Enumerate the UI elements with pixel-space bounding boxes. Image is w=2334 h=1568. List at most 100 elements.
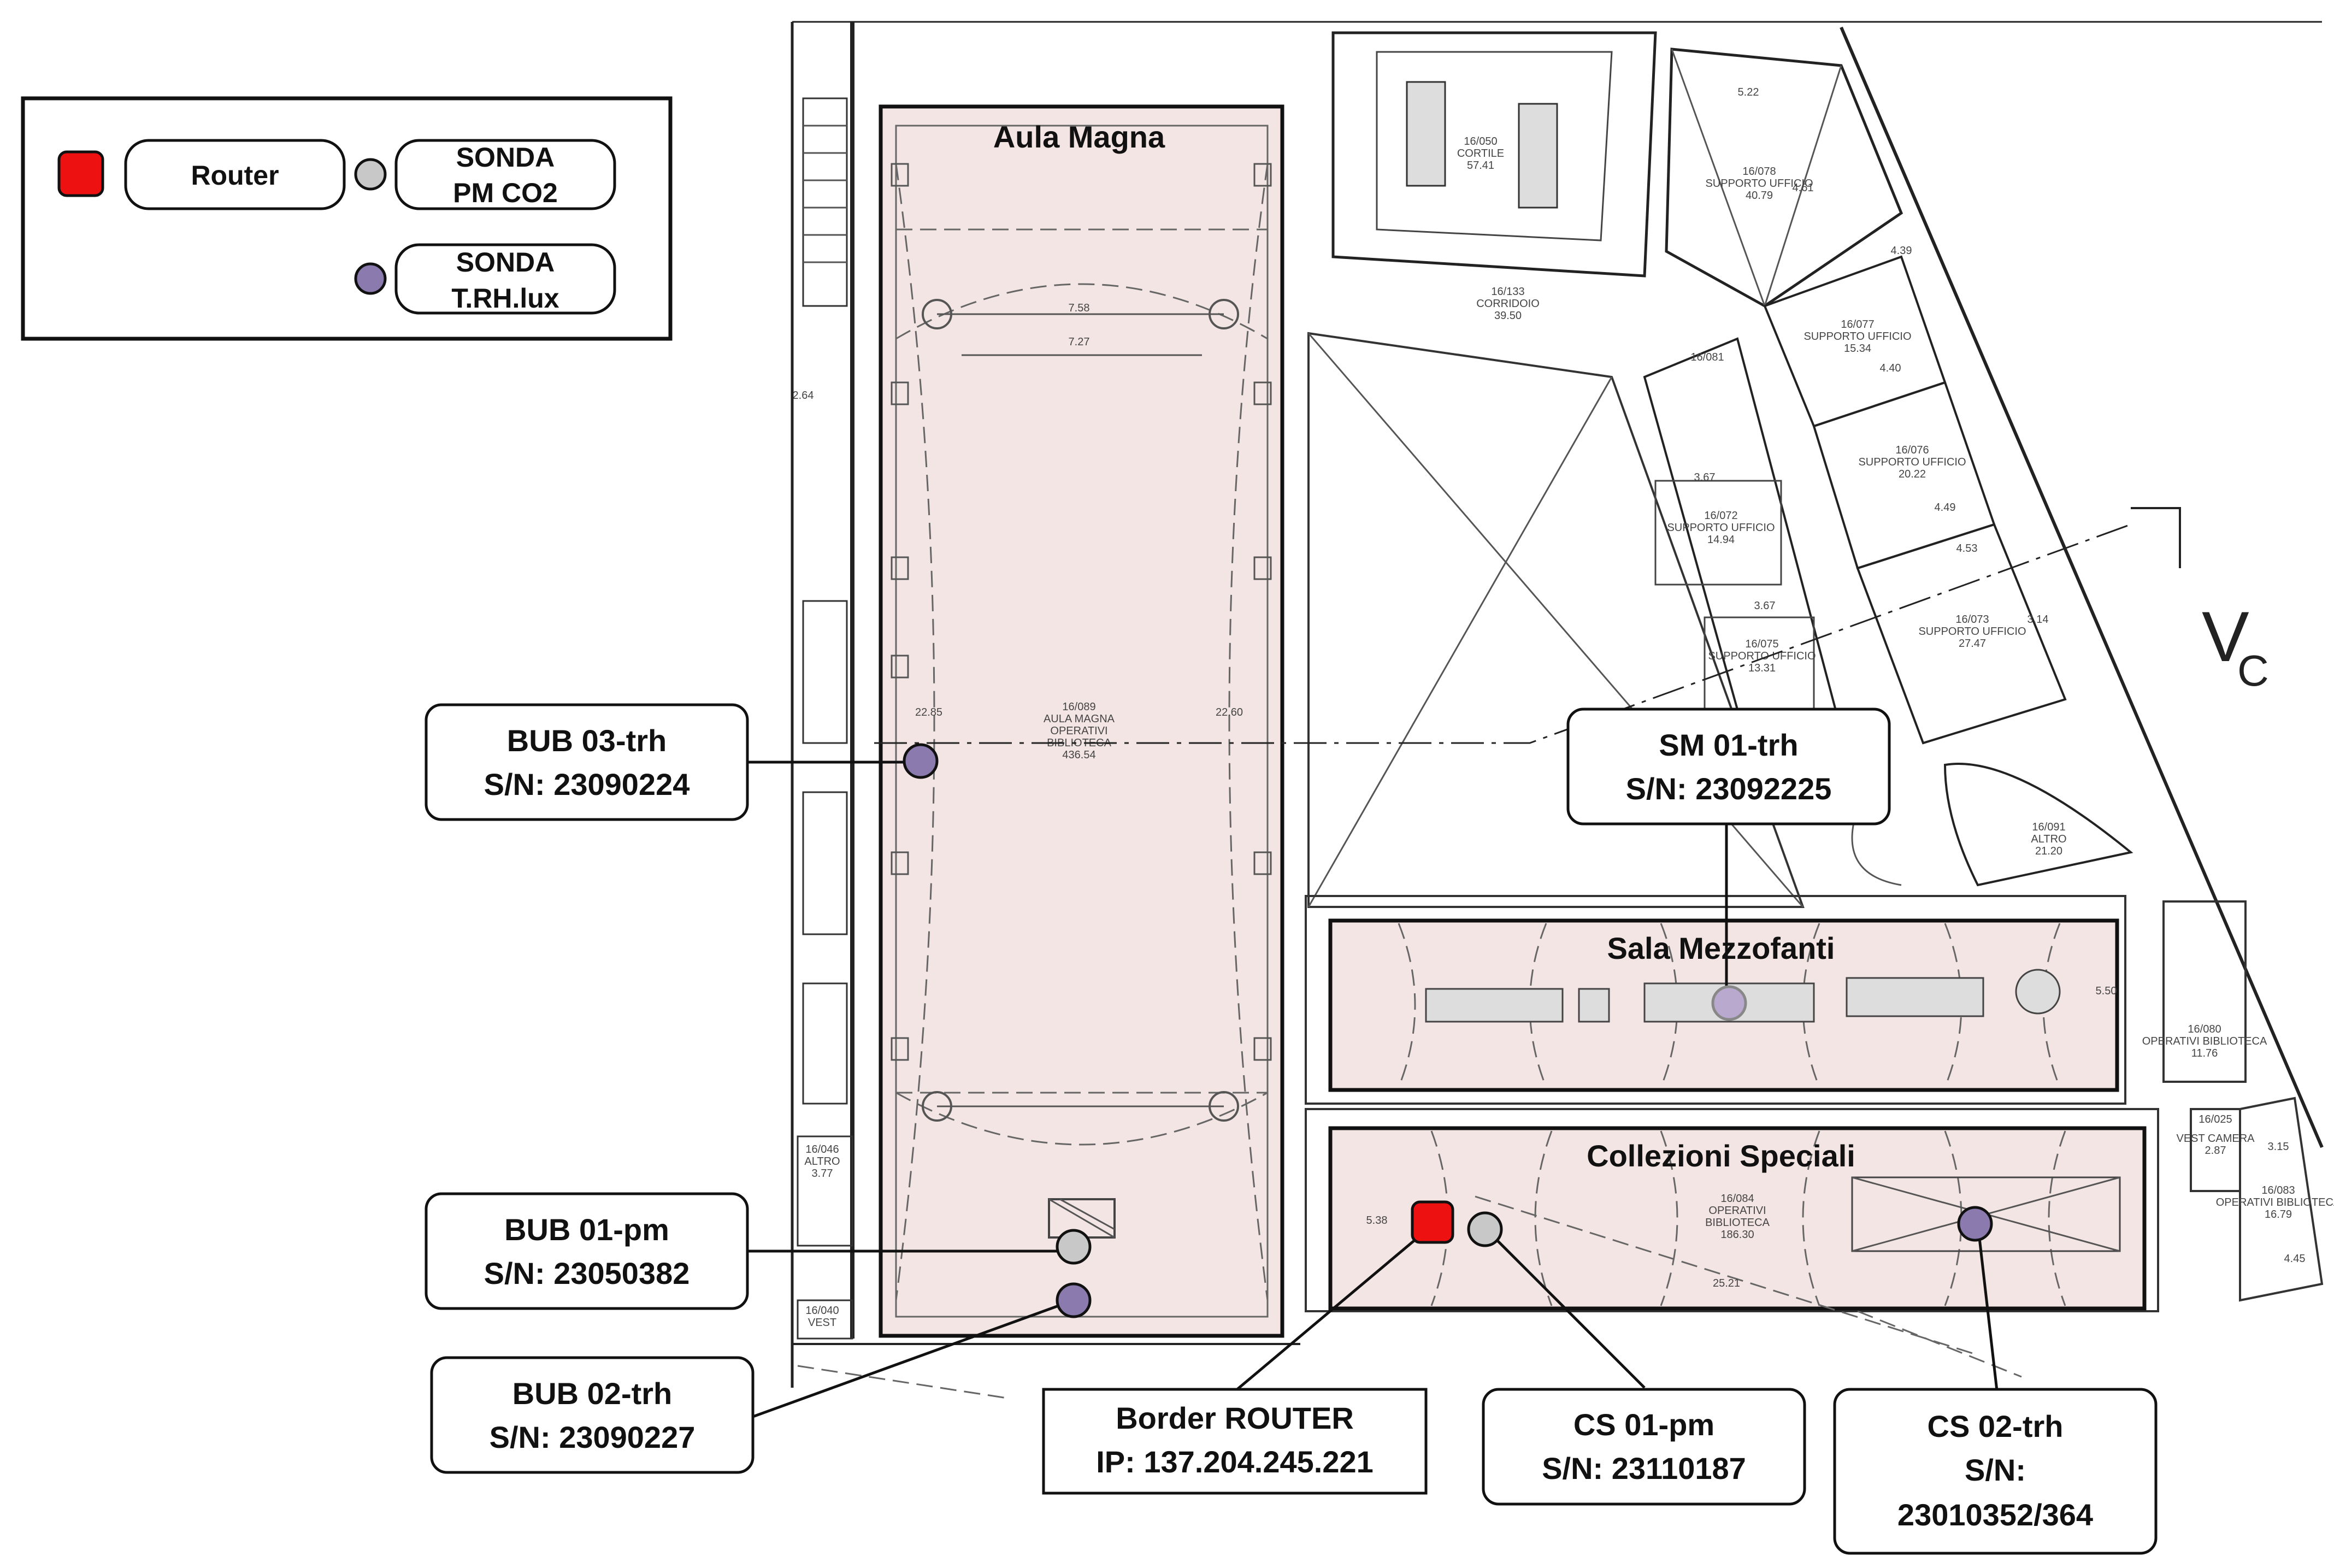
plan-dim-label: 25.21: [1713, 1277, 1740, 1289]
sensor-serial: S/N:: [1965, 1453, 2026, 1487]
callout-box: [430, 1356, 755, 1474]
plan-office-16-073: [1856, 523, 2067, 745]
callout-bub01[interactable]: BUB 01-pm S/N: 23050382: [425, 1192, 749, 1310]
plan-office-diagonal: [1764, 65, 1842, 306]
sensor-name: BUB 02-trh: [512, 1376, 672, 1411]
plan-room-code: 16/072: [1704, 510, 1737, 522]
plan-room-code: 16/050: [1464, 135, 1497, 148]
plan-room-code: 16/076: [1895, 444, 1929, 456]
aula-magna-area: [879, 104, 1284, 1338]
plan-staircase: [1943, 763, 2133, 887]
plan-room-area: 14.94: [1707, 534, 1735, 546]
plan-dash-bottom: [797, 1365, 1011, 1400]
leader-lines: [747, 761, 1999, 1418]
callout-bub02[interactable]: BUB 02-trh S/N: 23090227: [430, 1356, 755, 1474]
leader-line-bub02: [752, 1299, 1074, 1418]
plan-hatch: [1059, 1198, 1115, 1230]
callout-box: [1042, 1388, 1428, 1495]
plan-cs-arc: [1430, 1130, 1449, 1306]
sensor-serial: S/N: 23090224: [484, 767, 690, 801]
plan-room-area: 2.87: [2205, 1145, 2226, 1157]
plan-collezioni-outer: [1305, 1108, 2159, 1312]
callout-bub03[interactable]: BUB 03-trh S/N: 23090224: [425, 703, 749, 821]
plan-courtyard-inner: [1376, 51, 1613, 241]
sensor-serial: 23010352/364: [1897, 1498, 2093, 1532]
router-legend-box: [124, 139, 346, 210]
plan-room-code: 16/083: [2261, 1184, 2295, 1196]
plan-room-name: SUPPORTO UFFICIO: [1708, 650, 1816, 662]
router-ip: IP: 137.204.245.221: [1096, 1445, 1374, 1479]
collezioni-speciali-title: Collezioni Speciali: [1587, 1139, 1855, 1173]
pm-probe-legend-box: [394, 139, 616, 210]
plan-dim-label: 4.49: [1935, 502, 1956, 514]
cs01-pm-probe-marker[interactable]: [1467, 1211, 1503, 1247]
plan-section-letter: V: [2202, 597, 2249, 676]
legend: Router SONDA PM CO2 SONDA T.RH.lux: [21, 96, 673, 341]
plan-dim-label: 5.38: [1366, 1215, 1388, 1227]
plan-mezzo-arc: [1398, 923, 1416, 1088]
plan-section-line: [874, 523, 2131, 744]
plan-hatch: [1048, 1198, 1115, 1239]
plan-room-area: 57.41: [1467, 160, 1494, 172]
router-legend-label: Router: [191, 160, 279, 191]
sensor-serial: S/N: 23110187: [1542, 1451, 1746, 1486]
sensor-serial: S/N: 23050382: [484, 1256, 690, 1290]
plan-column: [1209, 1091, 1239, 1122]
plan-room-name: BIBLIOTECA: [1705, 1217, 1770, 1229]
plan-section-marker: [2131, 507, 2181, 568]
trh-probe-legend-label: SONDA: [456, 247, 555, 278]
plan-room-16-080: [2162, 900, 2247, 1083]
callout-router[interactable]: Border ROUTER IP: 137.204.245.221: [1042, 1388, 1428, 1495]
plan-room-code: 16/077: [1841, 319, 1874, 331]
callout-cs02[interactable]: CS 02-trh S/N: 23010352/364: [1833, 1388, 2158, 1555]
plan-room-name: AULA MAGNA: [1044, 713, 1115, 725]
plan-room-code: 16/073: [1955, 614, 1989, 626]
sensor-name: SM 01-trh: [1659, 728, 1798, 762]
plan-room-area: 11.76: [2191, 1047, 2218, 1059]
plan-room-name: SUPPORTO UFFICIO: [1918, 626, 2026, 638]
sensor-serial: S/N: 23092225: [1626, 771, 1832, 806]
callout-box: [425, 703, 749, 821]
plan-cs-arc: [1944, 1130, 1962, 1306]
plan-room-name: SUPPORTO UFFICIO: [1858, 456, 1966, 468]
plan-office-block: [1665, 48, 1903, 308]
plan-courtyard-bed: [1406, 81, 1446, 187]
plan-dim-label: 7.27: [1069, 336, 1090, 348]
router-name: Border ROUTER: [1116, 1401, 1354, 1435]
plan-dim-label: 3.14: [2027, 614, 2049, 626]
plan-room-name: VEST: [808, 1317, 836, 1329]
plan-mezzo-table: [1578, 988, 1610, 1023]
plan-room-name: CORTILE: [1457, 148, 1504, 160]
plan-room-area: 16.79: [2265, 1209, 2292, 1221]
trh-probe-legend-icon: [354, 262, 387, 295]
plan-aula-windows: [891, 163, 1272, 1061]
pm-probe-legend-icon: [354, 158, 387, 191]
sm01-trh-probe-marker[interactable]: [1711, 985, 1747, 1021]
router-legend-icon: [57, 150, 104, 197]
plan-room-name: ALTRO: [804, 1156, 840, 1168]
pm-probe-legend-label: SONDA: [456, 142, 555, 173]
bub02-trh-probe-marker[interactable]: [1056, 1282, 1092, 1318]
sensor-name: BUB 03-trh: [507, 723, 667, 758]
plan-dim-label: 22.85: [915, 706, 942, 718]
callout-sm01[interactable]: SM 01-trh S/N: 23092225: [1566, 708, 1891, 826]
trh-probe-legend-label: T.RH.lux: [451, 283, 559, 314]
plan-room-code: 16/080: [2188, 1023, 2221, 1035]
plan-room-name: SUPPORTO UFFICIO: [1667, 522, 1775, 534]
plan-cs-arc: [2048, 1130, 2066, 1306]
leader-line-router: [1235, 1223, 1435, 1392]
plan-cs-arc: [1660, 1130, 1678, 1306]
plan-room-code: 16/084: [1720, 1193, 1754, 1205]
cs02-trh-probe-marker[interactable]: [1957, 1206, 1993, 1242]
plan-dim-label: 4.45: [2284, 1253, 2306, 1265]
callout-cs01[interactable]: CS 01-pm S/N: 23110187: [1482, 1388, 1806, 1506]
bub03-trh-probe-marker[interactable]: [903, 743, 939, 779]
callout-box: [1482, 1388, 1806, 1506]
pm-probe-legend-label: PM CO2: [453, 178, 558, 208]
bub01-pm-probe-marker[interactable]: [1056, 1229, 1092, 1265]
border-router-marker[interactable]: [1411, 1200, 1454, 1244]
plan-mezzo-table: [1425, 988, 1564, 1023]
plan-room-name: VEST CAMERA: [2177, 1133, 2255, 1145]
plan-atrium-diagonal: [1307, 376, 1613, 907]
plan-room-area: 3.77: [812, 1168, 833, 1180]
